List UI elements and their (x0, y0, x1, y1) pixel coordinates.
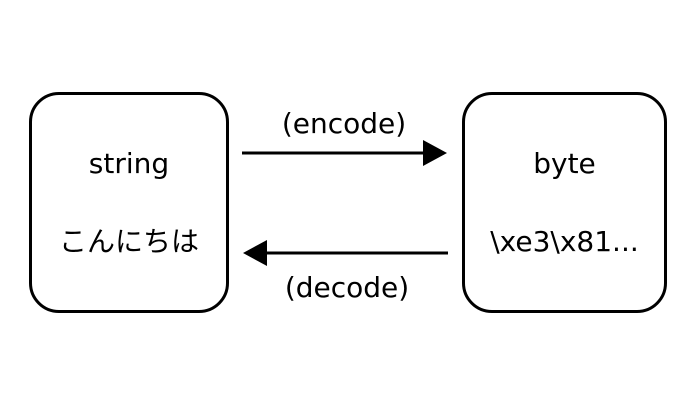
decode-arrow (243, 240, 448, 266)
string-box-value: こんにちは (58, 224, 199, 258)
encode-arrow (242, 140, 447, 166)
encode-arrow-label: (encode) (281, 107, 407, 140)
byte-box-value: \xe3\x81... (490, 224, 639, 258)
byte-box: byte \xe3\x81... (462, 92, 667, 313)
byte-box-title: byte (533, 146, 596, 180)
string-box-title: string (88, 146, 170, 180)
string-box: string こんにちは (29, 92, 229, 313)
decode-arrow-label: (decode) (284, 271, 410, 304)
